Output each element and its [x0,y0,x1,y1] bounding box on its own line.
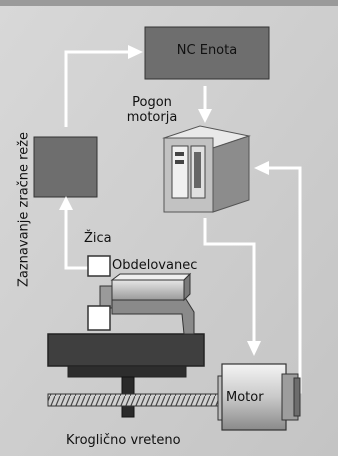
gap-detection-label: Zaznavanje zračne reže [16,131,32,288]
ball-screw [47,393,219,407]
arrow-heads [59,45,269,356]
wire-guide [87,255,111,277]
workpiece-shape [110,272,195,335]
nc-unit-label: NC Enota [176,43,238,58]
arrow-gap-to-nc [64,50,129,127]
top-strip [0,0,338,6]
workpiece-label: Obdelovanec [112,258,198,273]
motor-shape [217,363,301,431]
motor-drive-unit [162,125,251,213]
ball-screw-label: Kroglično vreteno [66,433,181,448]
gap-detection-block [33,136,98,198]
nc-unit-block [144,26,270,80]
arrow-drive-to-motor [203,218,256,342]
motor-label: Motor [226,390,264,405]
motor-drive-label: Pogon motorja [126,95,178,125]
machine-table [47,285,205,418]
wire-label: Žica [84,231,112,246]
